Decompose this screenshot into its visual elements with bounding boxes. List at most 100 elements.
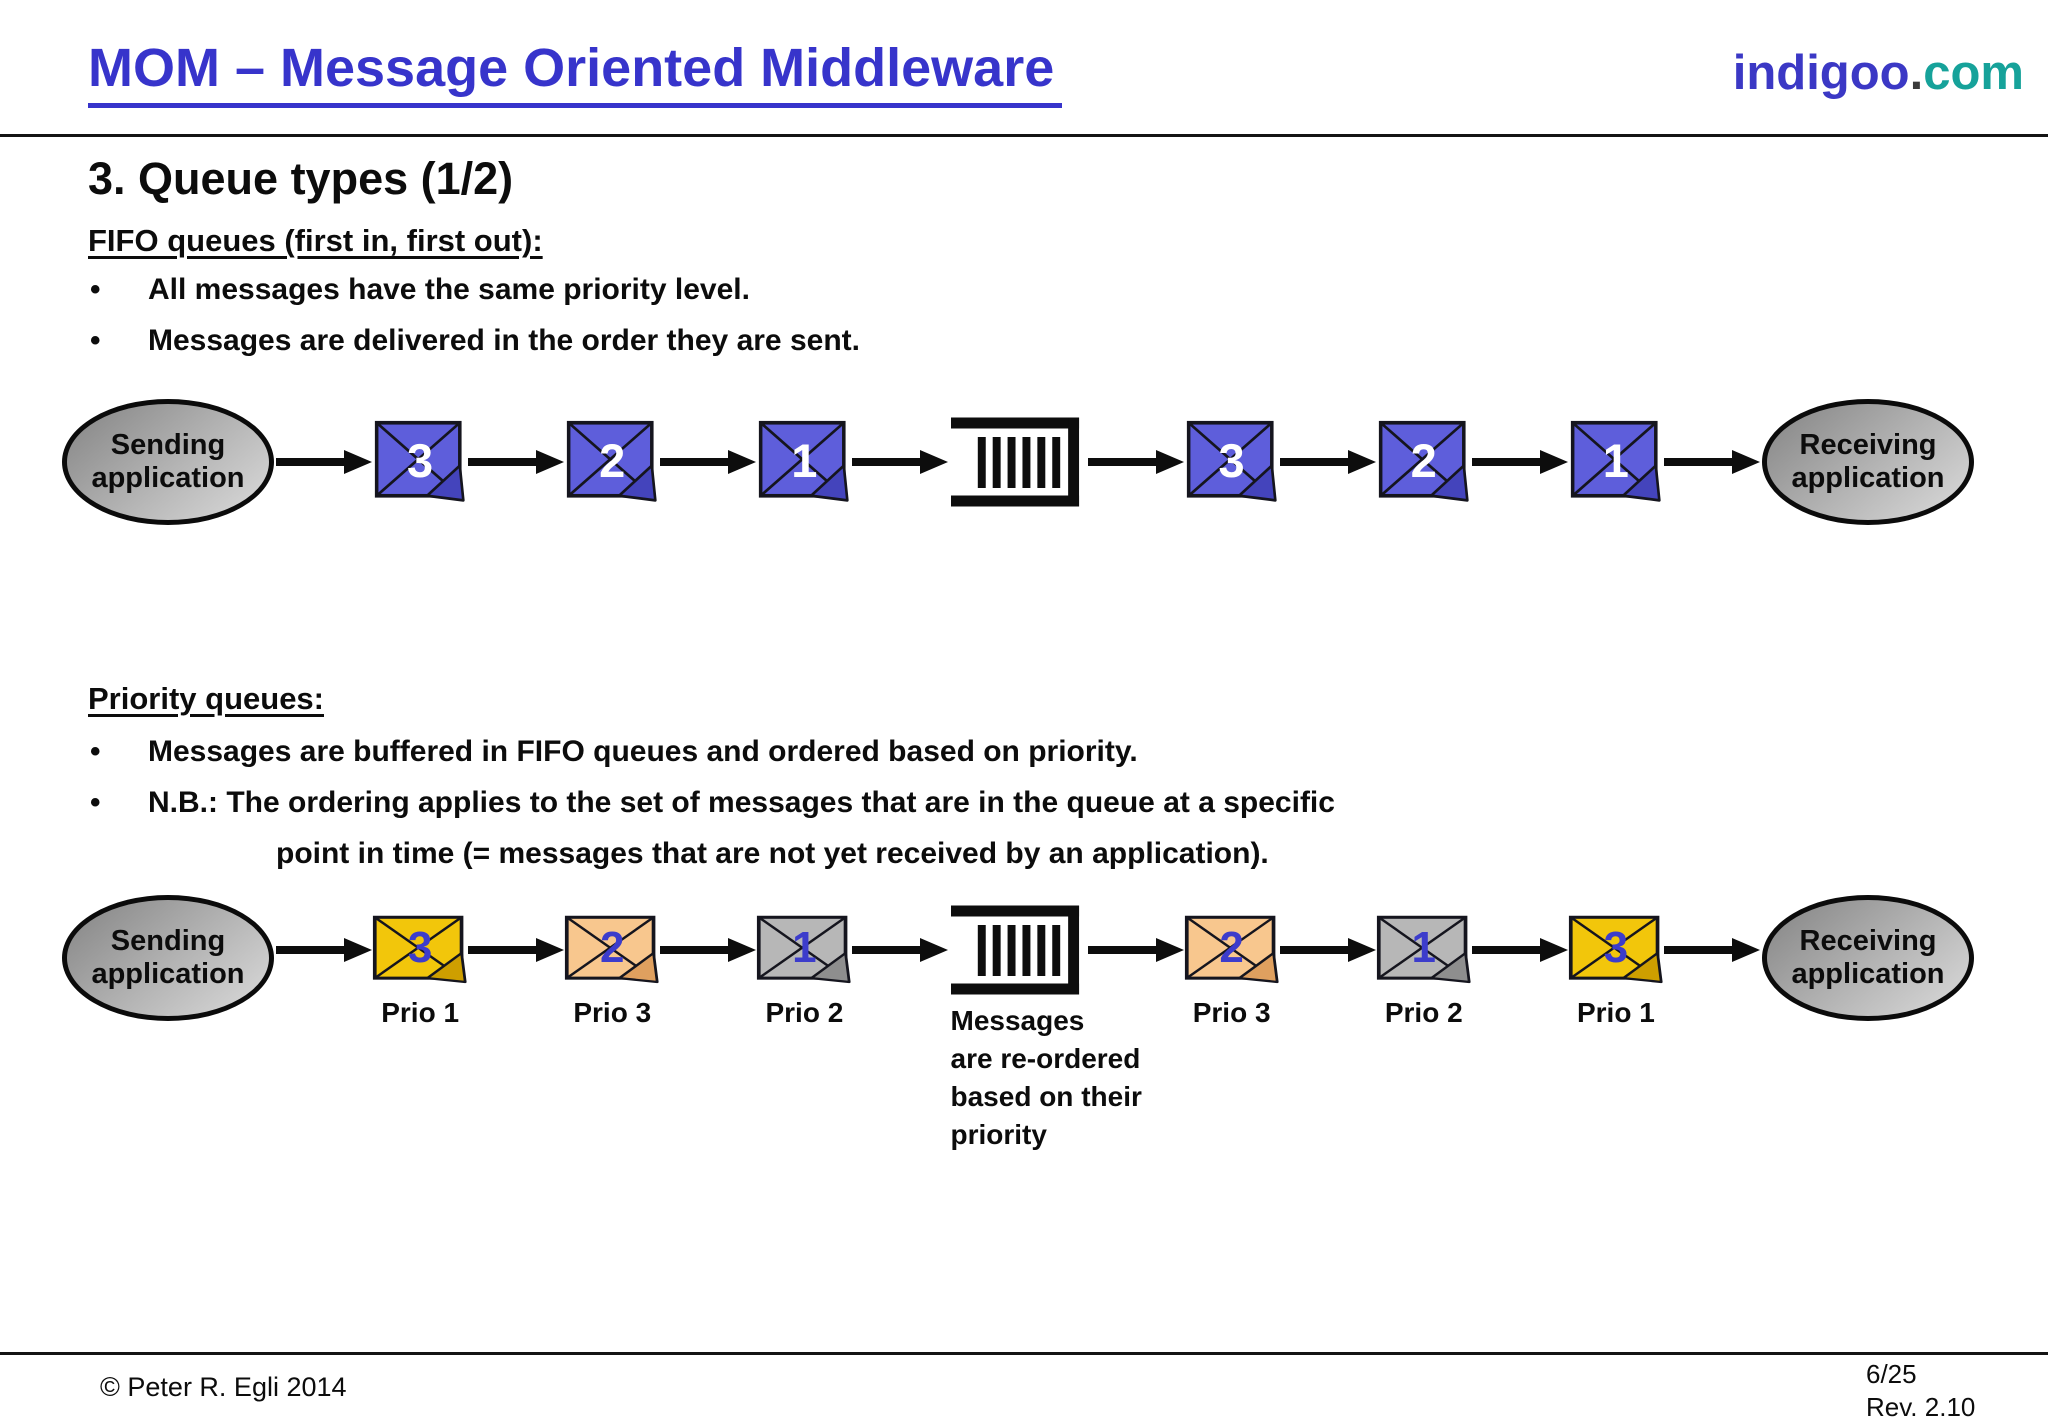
envelope-icon: 1 [758, 420, 850, 504]
envelope-number: 2 [599, 433, 626, 487]
flow-arrow-icon [466, 936, 566, 964]
header-divider [0, 134, 2048, 137]
list-item: • All messages have the same priority lev… [88, 264, 860, 315]
fifo-bullet-list: • All messages have the same priority lev… [88, 264, 860, 366]
receiving-application-label-line1: Receiving [1799, 429, 1937, 461]
envelope-number: 1 [1602, 433, 1629, 487]
flow-arrow-icon [658, 936, 758, 964]
section-title: 3. Queue types (1/2) [88, 153, 514, 204]
sending-application-label-line1: Sending [110, 925, 226, 957]
sending-application-label-line2: application [91, 462, 245, 494]
queue-icon [950, 904, 1086, 996]
envelope-icon: 2 [1378, 420, 1470, 504]
message-envelope: 2 [566, 420, 658, 504]
receiving-application-label-line2: application [1791, 462, 1945, 494]
page-info: 6/25 Rev. 2.10 [1866, 1358, 1975, 1418]
copyright-text: © Peter R. Egli 2014 [100, 1372, 347, 1402]
indigoo-logo: indigoo.com [1733, 46, 2024, 100]
flow-arrow-icon [850, 936, 950, 964]
bullet-icon: • [90, 273, 101, 306]
message-envelope: 1 [758, 420, 850, 504]
footer-divider [0, 1352, 2048, 1355]
queue-caption-line: are re-ordered [950, 1043, 1141, 1074]
envelope-number: 2 [1410, 433, 1437, 487]
envelope-number: 2 [600, 923, 625, 972]
flow-arrow-icon [1662, 448, 1762, 476]
flow-arrow-icon [658, 448, 758, 476]
envelope-icon: 2 [1184, 915, 1280, 985]
flow-arrow-icon [1278, 448, 1378, 476]
bullet-text-continued: point in time (= messages that are not y… [276, 837, 1269, 870]
receiving-application-label-line2: application [1791, 958, 1945, 990]
envelope-icon: 2 [566, 420, 658, 504]
envelope-number: 1 [1411, 923, 1436, 972]
logo-text-dot: . [1909, 46, 1924, 100]
envelope-icon: 3 [1186, 420, 1278, 504]
queue-caption-line: priority [950, 1119, 1047, 1150]
envelope-number: 3 [407, 923, 433, 972]
bullet-text: N.B.: The ordering applies to the set of… [148, 786, 1335, 819]
envelope-number: 1 [792, 923, 817, 972]
bullet-text: Messages are delivered in the order they… [148, 324, 860, 357]
logo-text-com: com [1923, 46, 2024, 100]
envelope-number: 1 [791, 433, 818, 487]
revision-number: Rev. 2.10 [1866, 1392, 1976, 1418]
flow-arrow-icon [466, 448, 566, 476]
bullet-text: Messages are buffered in FIFO queues and… [148, 735, 1138, 768]
page-number: 6/25 [1866, 1359, 1917, 1389]
queue-caption-line: Messages [950, 1005, 1085, 1036]
flow-arrow-icon [274, 936, 374, 964]
bullet-icon: • [90, 324, 101, 357]
message-envelope: 3 [374, 420, 466, 504]
priority-heading: Priority queues: [88, 681, 324, 716]
bullet-icon: • [90, 786, 101, 819]
flow-arrow-icon [1086, 448, 1186, 476]
envelope-icon: 3 [372, 915, 468, 985]
envelope-number: 3 [1218, 433, 1245, 487]
list-item: • Messages are delivered in the order the… [88, 315, 860, 366]
queue [950, 416, 1086, 508]
message-envelope: 2 [1378, 420, 1470, 504]
envelope-icon: 3 [374, 420, 466, 504]
flow-arrow-icon [274, 448, 374, 476]
flow-arrow-icon [850, 448, 950, 476]
fifo-heading: FIFO queues (first in, first out): [88, 223, 543, 258]
flow-arrow-icon [1086, 936, 1186, 964]
envelope-icon: 1 [756, 915, 852, 985]
sending-application-label-line2: application [91, 958, 245, 990]
flow-arrow-icon [1278, 936, 1378, 964]
flow-arrow-icon [1662, 936, 1762, 964]
envelope-icon: 1 [1570, 420, 1662, 504]
priority-label: Prio 2 [1384, 997, 1463, 1028]
message-envelope: 1 [1570, 420, 1662, 504]
flow-arrow-icon [1470, 448, 1570, 476]
envelope-number: 3 [407, 433, 434, 487]
envelope-icon: 3 [1568, 915, 1664, 985]
bullet-text: All messages have the same priority leve… [148, 273, 750, 306]
priority-label: Prio 3 [573, 997, 652, 1028]
envelope-number: 2 [1219, 923, 1244, 972]
list-item: • N.B.: The ordering applies to the set o… [88, 777, 1335, 879]
envelope-icon: 2 [564, 915, 660, 985]
priority-label: Prio 1 [1576, 997, 1655, 1028]
priority-label: Prio 2 [765, 997, 844, 1028]
bullet-icon: • [90, 735, 101, 768]
receiving-application-label-line1: Receiving [1799, 925, 1937, 957]
flow-arrow-icon [1470, 936, 1570, 964]
priority-label: Prio 1 [381, 997, 460, 1028]
